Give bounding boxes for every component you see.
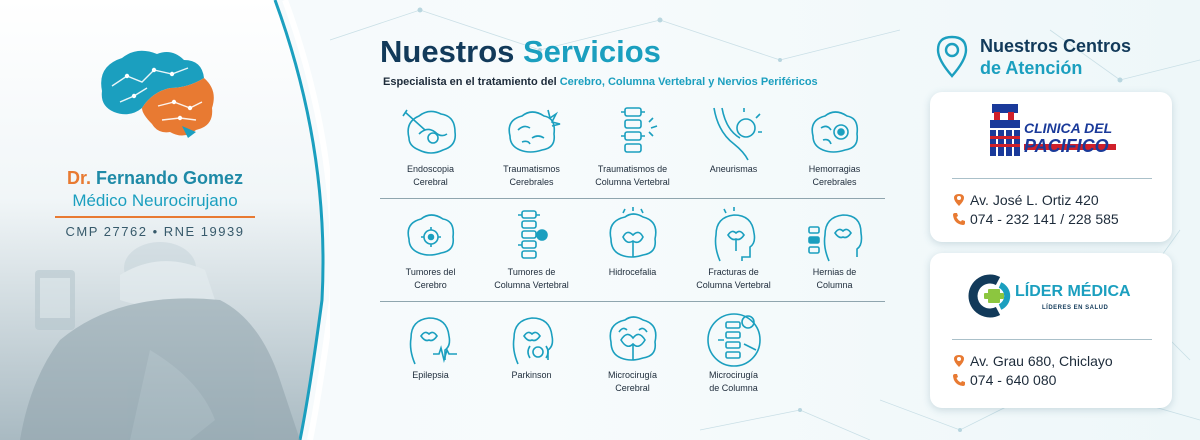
location-pin-icon: [936, 35, 968, 78]
service-label-line2: de Columna: [709, 383, 758, 393]
clinic2-phone-text: 074 - 640 080: [970, 372, 1057, 388]
service-label-line1: Aneurismas: [709, 164, 758, 174]
map-pin-icon: [954, 194, 964, 206]
service-label-line1: Tumores del: [405, 267, 456, 277]
service-parkinson: Parkinson: [481, 302, 582, 402]
services-grid: Endoscopia Cerebral Traumatismos Cerebra…: [380, 96, 885, 405]
service-label-line2: Columna Vertebral: [595, 177, 670, 187]
centers-title-line2: de Atención: [980, 58, 1083, 78]
service-hidrocefalia: Hidrocefalia: [582, 199, 683, 299]
doctor-panel: Dr. Fernando Gomez Médico Neurocirujano …: [0, 0, 330, 440]
services-title: Nuestros Servicios: [380, 34, 661, 70]
service-traumatismos-columna: Traumatismos de Columna Vertebral: [582, 96, 683, 196]
service-label-line2: Columna: [816, 280, 853, 290]
service-label-line1: Parkinson: [511, 370, 552, 380]
services-title-dark: Nuestros: [380, 34, 515, 69]
doctor-fullname: Fernando Gomez: [96, 168, 244, 188]
service-tumores-columna: Tumores de Columna Vertebral: [481, 199, 582, 299]
service-tumores-cerebro: Tumores del Cerebro: [380, 199, 481, 299]
spine-tumor-icon: [517, 210, 548, 259]
service-label-line1: Epilepsia: [412, 370, 449, 380]
service-label-line2: Cerebro: [414, 280, 447, 290]
service-label-line1: Endoscopia: [406, 164, 455, 174]
services-subtitle: Especialista en el tratamiento del Cereb…: [383, 76, 818, 88]
map-pin-icon: [954, 355, 964, 367]
aneurysm-icon: [712, 107, 762, 161]
clinic1-address: Av. José L. Ortiz 420: [952, 192, 1099, 208]
brain-tumor-icon: [406, 214, 454, 256]
service-label-line2: Cerebrales: [812, 177, 857, 187]
services-subtitle-plain: Especialista en el tratamiento del: [383, 76, 557, 88]
service-label-line2: Cerebral: [615, 383, 650, 393]
services-title-accent: Servicios: [523, 34, 661, 69]
clinica-pacifico-logo-icon: [990, 104, 1116, 156]
service-hemorragias: Hemorragias Cerebrales: [784, 96, 885, 196]
service-label-line2: Cerebral: [413, 177, 448, 187]
service-fracturas-columna: Fracturas de Columna Vertebral: [683, 199, 784, 299]
service-label-line1: Microcirugía: [708, 370, 758, 380]
service-label-line1: Fracturas de: [708, 267, 759, 277]
clinic2-tagline: LÍDERES EN SALUD: [1042, 305, 1109, 311]
service-microcirugia-cerebral: Microcirugía Cerebral: [582, 302, 683, 402]
doctor-registration: CMP 27762 • RNE 19939: [65, 224, 245, 239]
hydrocephalus-icon: [609, 207, 657, 258]
service-label-line2: Columna Vertebral: [494, 280, 569, 290]
doctor-name: Dr. Fernando Gomez: [30, 168, 280, 189]
brain-logo-icon: [101, 50, 214, 138]
brain-hemorrhage-icon: [810, 111, 858, 153]
service-label-line1: Traumatismos de: [597, 164, 668, 174]
service-label-line1: Traumatismos: [503, 164, 560, 174]
doctor-prefix: Dr.: [66, 168, 91, 188]
spine-microsurgery-icon: [706, 313, 761, 367]
endoscopy-icon: [401, 109, 456, 154]
lider-medica-logo-icon: [968, 274, 1011, 318]
services-row: Endoscopia Cerebral Traumatismos Cerebra…: [380, 96, 885, 199]
service-endoscopia: Endoscopia Cerebral: [380, 96, 481, 196]
centers-header: Nuestros Centros de Atención: [935, 32, 1185, 84]
clinic2-address: Av. Grau 680, Chiclayo: [952, 353, 1113, 369]
clinic1-name-line1: CLINICA DEL: [1024, 120, 1113, 136]
clinic1-phone[interactable]: 074 - 232 141 / 228 585: [952, 211, 1119, 227]
clinic1-name-line2: PACIFICO: [1024, 136, 1109, 156]
service-label-line1: Hernias de: [812, 267, 857, 277]
service-epilepsia: Epilepsia: [380, 302, 481, 402]
parkinson-icon: [512, 317, 553, 365]
services-subtitle-accent: Cerebro, Columna Vertebral y Nervios Per…: [559, 76, 818, 88]
card-divider: [952, 178, 1152, 179]
service-label-line1: Tumores de: [507, 267, 556, 277]
doctor-specialty: Médico Neurocirujano: [72, 191, 238, 210]
service-traumatismos-cerebrales: Traumatismos Cerebrales: [481, 96, 582, 196]
divider: [55, 216, 255, 218]
clinic-card-lider-medica[interactable]: LÍDER MÉDICA LÍDERES EN SALUD Av. Grau 6…: [930, 253, 1172, 408]
clinic1-address-text: Av. José L. Ortiz 420: [970, 192, 1099, 208]
clinic2-phone[interactable]: 074 - 640 080: [952, 372, 1056, 388]
service-hernias-columna: Hernias de Columna: [784, 199, 885, 299]
phone-icon: [953, 374, 965, 386]
spine-hernia-icon: [807, 214, 862, 262]
brain-trauma-icon: [507, 109, 560, 153]
service-label-line1: Hemorragias: [808, 164, 861, 174]
clinic2-address-text: Av. Grau 680, Chiclayo: [970, 353, 1113, 369]
service-label-line1: Microcirugía: [607, 370, 657, 380]
service-label-line1: Hidrocefalia: [608, 267, 657, 277]
spine-fracture-icon: [714, 207, 755, 262]
phone-icon: [953, 213, 965, 225]
centers-title-line1: Nuestros Centros: [980, 36, 1132, 56]
clinic-card-pacifico[interactable]: CLINICA DEL PACIFICO Av. José L. Ortiz 4…: [930, 92, 1172, 242]
service-label-line2: Columna Vertebral: [696, 280, 771, 290]
service-aneurismas: Aneurismas: [683, 96, 784, 196]
services-row: Epilepsia Parkinson Microcirugía: [380, 302, 885, 405]
surgeon-photo: [0, 0, 330, 440]
service-label-line2: Cerebrales: [509, 177, 554, 187]
epilepsy-icon: [409, 317, 457, 365]
clinic1-phone-text: 074 - 232 141 / 228 585: [970, 211, 1119, 227]
services-row: Tumores del Cerebro Tumores de Columna V…: [380, 199, 885, 302]
clinic2-name: LÍDER MÉDICA: [1015, 283, 1131, 300]
service-microcirugia-columna: Microcirugía de Columna: [683, 302, 784, 402]
spine-trauma-icon: [620, 107, 657, 153]
brain-microsurgery-icon: [609, 316, 657, 361]
card-divider: [952, 339, 1152, 340]
